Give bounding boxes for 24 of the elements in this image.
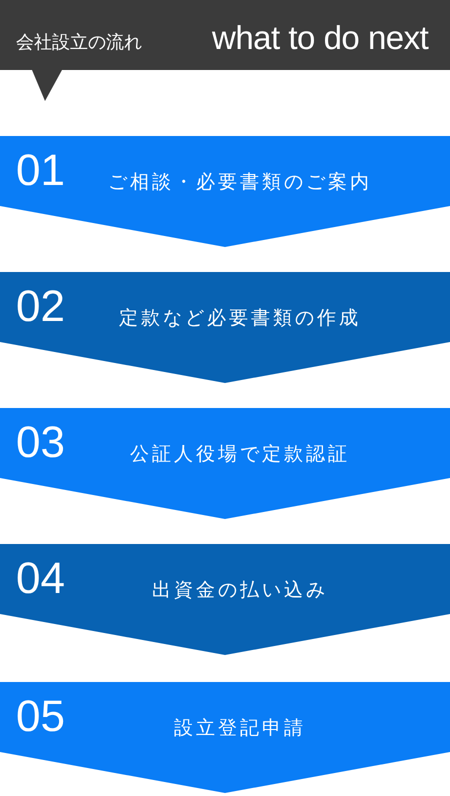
step-title: 設立登記申請 [173, 716, 307, 740]
step-box [0, 136, 450, 206]
step-box [0, 682, 450, 752]
step-title: ご相談・必要書類のご案内 [107, 170, 373, 194]
step-box [0, 272, 450, 342]
pointer-arrow [32, 70, 62, 101]
step-number: 01 [16, 146, 65, 196]
step-number: 03 [16, 418, 65, 468]
step-box [0, 544, 450, 614]
chevron-arrow [0, 478, 450, 519]
step-box [0, 408, 450, 478]
step-number: 05 [16, 692, 65, 742]
chevron-arrow [0, 206, 450, 247]
subheading: what to do next [212, 18, 428, 58]
step-title: 出資金の払い込み [151, 578, 329, 602]
chevron-arrow [0, 342, 450, 383]
step-number: 04 [16, 554, 65, 604]
step-title: 公証人役場で定款認証 [129, 442, 351, 466]
step-number: 02 [16, 282, 65, 332]
heading-banner [0, 0, 450, 70]
chevron-arrow [0, 614, 450, 655]
step-title: 定款など必要書類の作成 [118, 306, 362, 330]
heading: 会社設立の流れ [16, 32, 142, 54]
chevron-arrow [0, 752, 450, 793]
